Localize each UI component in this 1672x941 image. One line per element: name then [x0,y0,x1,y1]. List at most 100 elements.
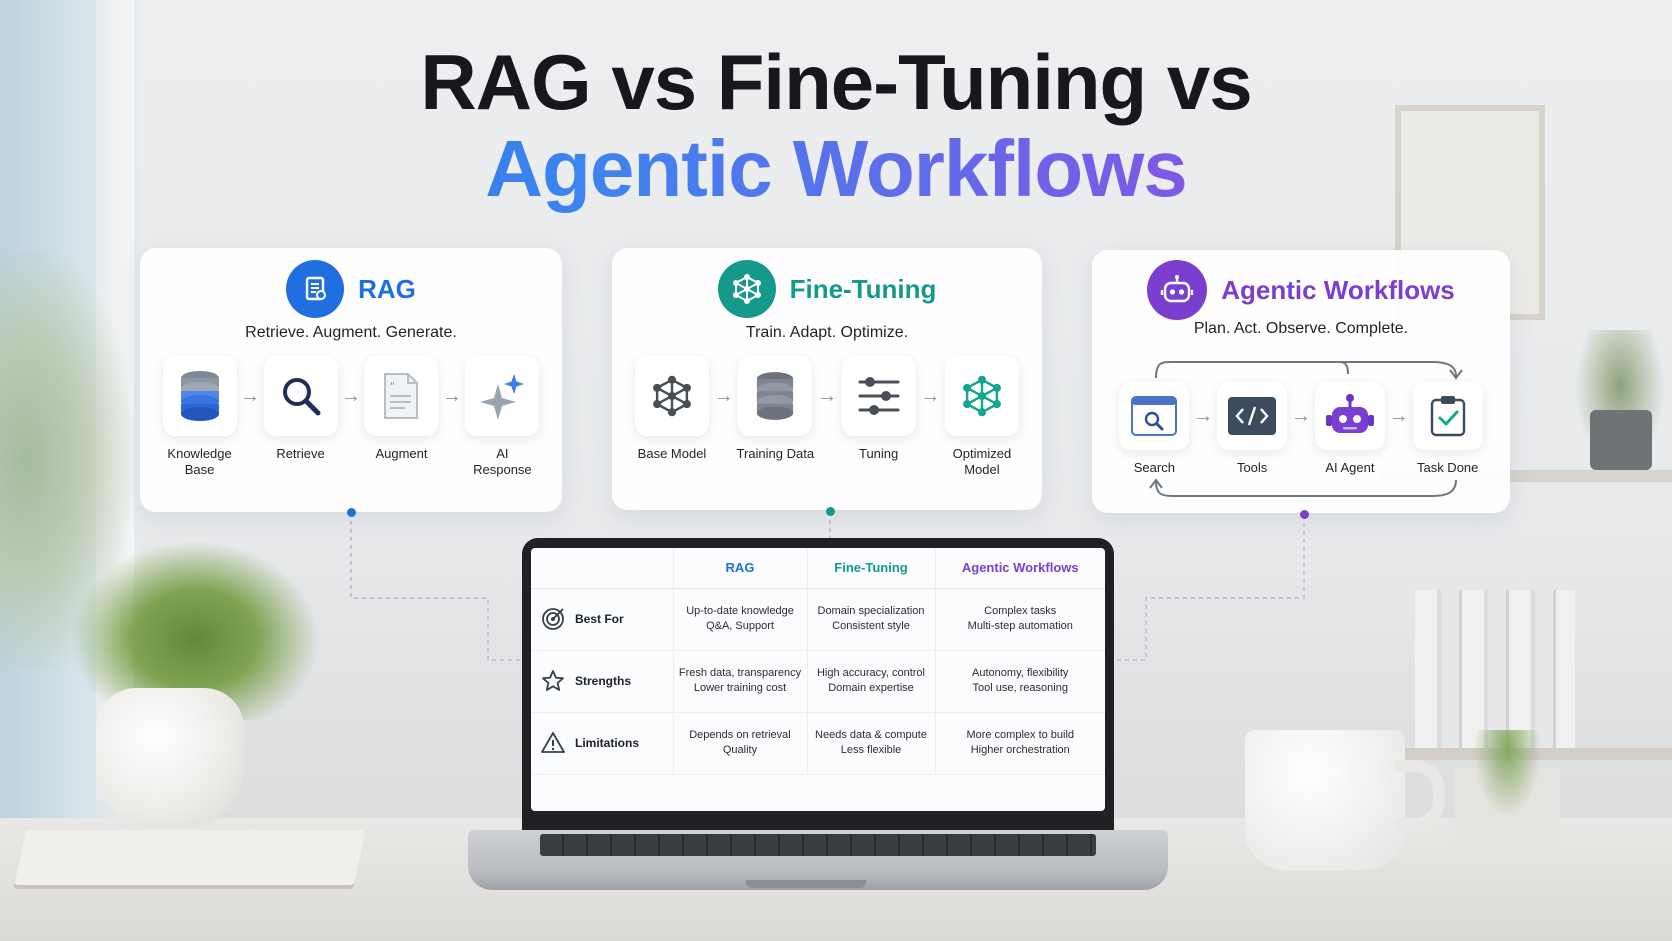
fine-tuning-step-label: Optimized Model [952,446,1012,477]
database-icon [757,372,794,420]
arrow-right-icon: → [816,384,837,407]
title-line-2: Agentic Workflows [0,124,1672,214]
arrow-right-icon: → [441,384,462,407]
table-header-rag: RAG [672,548,807,589]
rag-step-label: Retrieve [276,446,325,461]
agentic-card-tagline: Plan. Act. Observe. Complete. [1193,320,1409,337]
rag-step-label: Augment [375,446,428,461]
title-line-1: RAG vs Fine-Tuning vs [420,38,1252,126]
table-header-agentic: Agentic Workflows [934,548,1105,589]
coffee-mug-handle [1395,760,1445,830]
agentic-step-task-done: Task Done [1409,382,1486,476]
comparison-table: RAG Fine-Tuning Agentic Workflows Best F… [531,548,1105,775]
network-icon [717,260,776,318]
rag-step-retrieve: Retrieve [261,356,340,478]
fine-tuning-step-label: Training Data [736,446,815,461]
code-icon [1228,397,1277,435]
desk-plant-pot [96,688,244,828]
agentic-step-label: AI Agent [1325,460,1375,475]
agentic-step-label: Task Done [1416,460,1479,475]
rag-step-augment: " Augment [362,356,441,478]
page-title: RAG vs Fine-Tuning vs Agentic Workflows [0,40,1672,214]
background-books [1415,590,1575,750]
table-row: Best For Up-to-date knowledge Q&A, Suppo… [531,588,1105,651]
fine-tuning-connector-dot [826,507,835,516]
fine-tuning-step-tuning: Tuning [839,356,919,478]
table-cell: Domain specialization Consistent style [806,588,935,651]
agentic-card-title: Agentic Workflows [1221,274,1455,305]
rag-card-tagline: Retrieve. Augment. Generate. [245,324,457,341]
row-label-best-for: Best For [575,611,624,626]
warning-icon [541,732,565,753]
fine-tuning-steps: Base Model → Training Data → Tuning → Op… [632,356,1022,478]
laptop-screen: RAG Fine-Tuning Agentic Workflows Best F… [531,548,1105,811]
robot-icon [1325,394,1374,433]
star-icon [542,670,564,691]
fine-tuning-step-base-model: Base Model [632,356,712,478]
rag-step-label: Knowledge Base [167,446,232,477]
table-header-fine-tuning: Fine-Tuning [806,548,935,589]
database-icon [180,371,219,421]
arrow-right-icon: → [340,384,361,407]
agentic-step-ai-agent: AI Agent [1312,382,1389,476]
loop-arrows [1149,361,1463,497]
background-pot-right [1590,410,1652,470]
network-icon [962,375,1001,417]
rag-step-ai-response: AI Response [463,356,542,478]
table-cell: Depends on retrieval Quality [672,712,807,775]
agentic-step-label: Tools [1236,460,1268,475]
network-icon [653,375,691,417]
arrow-right-icon: → [240,384,261,407]
fine-tuning-card: Fine-Tuning Train. Adapt. Optimize. Base… [612,248,1042,510]
agentic-steps: Search → Tools → AI Agent → Task Done [1116,382,1486,476]
table-row: Limitations Depends on retrieval Quality… [531,712,1105,775]
rag-card: RAG Retrieve. Augment. Generate. Knowled… [140,248,562,512]
table-cell: Up-to-date knowledge Q&A, Support [672,588,807,651]
table-row: Strengths Fresh data, transparency Lower… [531,650,1105,713]
svg-text:": " [390,380,395,393]
rag-card-title: RAG [358,273,416,304]
arrow-right-icon: → [713,384,734,407]
rag-steps: Knowledge Base → Retrieve → " Augment → … [160,356,542,478]
fine-tuning-card-tagline: Train. Adapt. Optimize. [745,324,909,341]
rag-step-label: AI Response [473,446,532,477]
table-header-row: RAG Fine-Tuning Agentic Workflows [531,548,1105,589]
browser-search-icon [1131,396,1178,436]
fine-tuning-step-label: Base Model [637,446,707,461]
table-cell: More complex to build Higher orchestrati… [934,712,1105,775]
table-header-empty [531,548,673,589]
arrow-right-icon: → [1291,404,1312,427]
agentic-step-tools: Tools [1214,382,1291,476]
fine-tuning-step-label: Tuning [858,446,899,461]
table-cell: Fresh data, transparency Lower training … [672,650,807,713]
table-cell: Needs data & compute Less flexible [806,712,935,775]
sliders-icon [858,377,900,415]
agentic-card: Agentic Workflows Plan. Act. Observe. Co… [1092,250,1510,513]
table-cell: Complex tasks Multi-step automation [934,588,1105,651]
fine-tuning-step-training-data: Training Data [735,356,815,478]
document-icon [286,260,345,318]
rag-connector-dot [347,508,356,517]
fine-tuning-card-title: Fine-Tuning [789,273,937,304]
coffee-mug [1245,730,1405,870]
document-icon: " [384,373,419,419]
laptop-keyboard [540,834,1096,856]
fine-tuning-step-optimized-model: Optimized Model [942,356,1022,478]
succulent-pot [1455,730,1560,855]
clipboard-check-icon [1430,396,1465,437]
table-cell: High accuracy, control Domain expertise [806,650,935,713]
sparkle-icon [480,374,525,420]
agentic-step-search: Search [1116,382,1193,476]
row-label-limitations: Limitations [575,735,640,750]
arrow-right-icon: → [1388,404,1409,427]
agentic-connector-dot [1300,510,1309,519]
table-cell: Autonomy, flexibility Tool use, reasonin… [934,650,1105,713]
target-icon [542,608,564,630]
laptop-trackpad-notch [746,880,866,888]
row-label-strengths: Strengths [575,673,632,688]
robot-icon [1147,260,1208,320]
search-icon [282,378,321,416]
arrow-right-icon: → [1193,404,1214,427]
desk-notebook [14,830,366,885]
rag-step-knowledge-base: Knowledge Base [160,356,239,478]
